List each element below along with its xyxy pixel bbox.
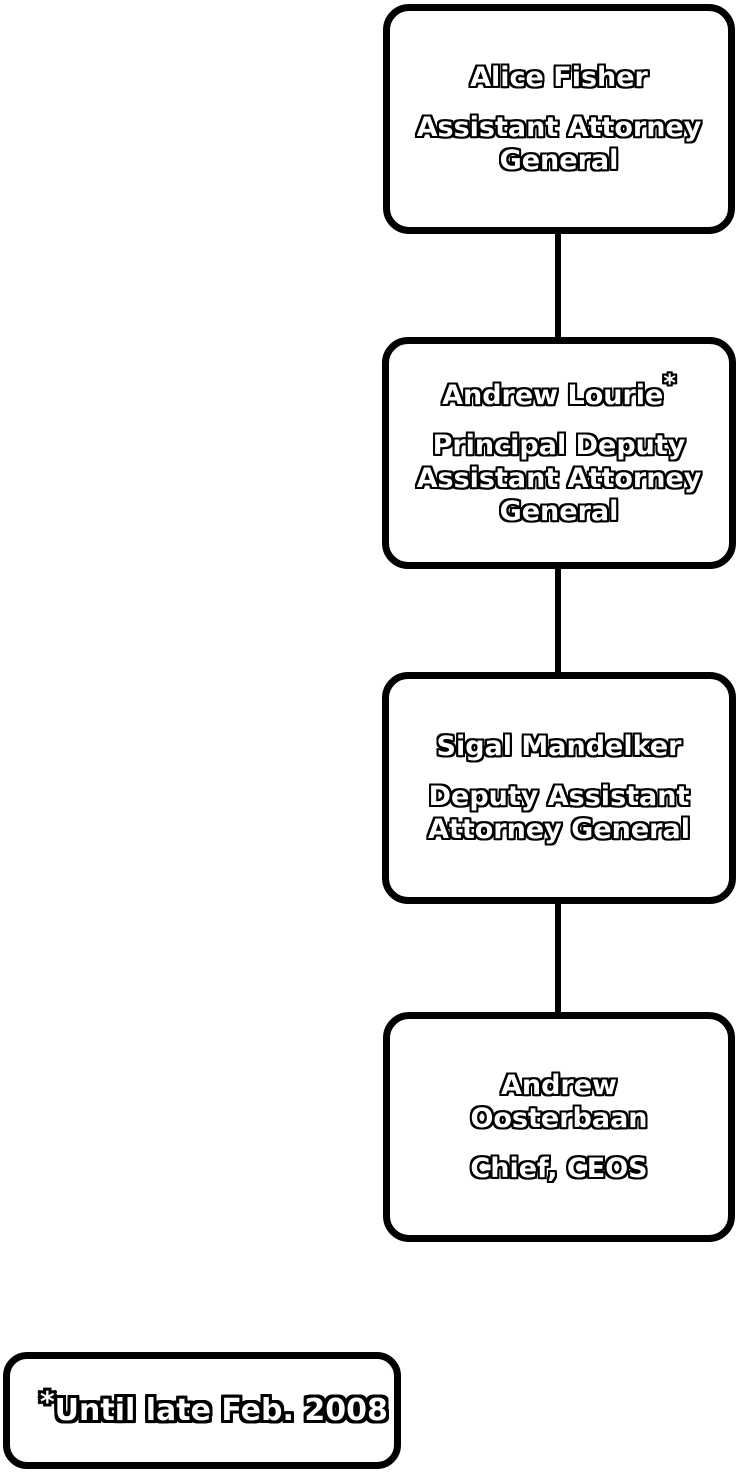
person-name: Sigal Mandelker (437, 730, 682, 763)
person-title-line: Chief, CEOS (470, 1153, 648, 1184)
person-title-line: Assistant Attorney (416, 112, 702, 143)
person-title-line: Deputy Assistant (428, 781, 690, 812)
person-name: Andrew Oosterbaan (470, 1069, 647, 1135)
person-title: Deputy Assistant Attorney General (428, 780, 690, 846)
person-title-line: Principal Deputy (432, 429, 686, 461)
footnote-text: *Until late Feb. 2008 (40, 1388, 388, 1429)
person-title: Assistant Attorney General (417, 111, 702, 177)
person-name: Alice Fisher (470, 61, 648, 94)
person-name-line: Alice Fisher (470, 62, 648, 93)
asterisk-footnote-marker: * (663, 368, 676, 397)
connector-line (555, 230, 561, 340)
person-title-line: Attorney General (428, 814, 690, 845)
org-node-andrew-lourie: Andrew Lourie* Principal Deputy Assistan… (382, 337, 736, 569)
person-title-line: General (499, 145, 619, 176)
org-node-andrew-oosterbaan: Andrew Oosterbaan Chief, CEOS (383, 1012, 735, 1242)
person-name-line: Sigal Mandelker (436, 731, 682, 762)
person-name-line: Andrew Lourie (442, 379, 664, 411)
connector-line (555, 565, 561, 675)
org-node-alice-fisher: Alice Fisher Assistant Attorney General (383, 4, 735, 234)
person-title-line: Assistant Attorney (416, 462, 702, 494)
person-title: Chief, CEOS (470, 1152, 647, 1185)
person-title: Principal Deputy Assistant Attorney Gene… (417, 429, 702, 528)
connector-line (555, 900, 561, 1015)
person-title-line: General (499, 495, 619, 527)
person-name-line: Andrew (500, 1070, 617, 1101)
person-name-line: Oosterbaan (470, 1103, 648, 1134)
asterisk-footnote-marker: * (40, 1385, 55, 1418)
person-name: Andrew Lourie* (442, 371, 676, 412)
footnote-label: Until late Feb. 2008 (54, 1393, 388, 1428)
org-node-sigal-mandelker: Sigal Mandelker Deputy Assistant Attorne… (382, 672, 736, 904)
footnote-box: *Until late Feb. 2008 (3, 1352, 401, 1469)
